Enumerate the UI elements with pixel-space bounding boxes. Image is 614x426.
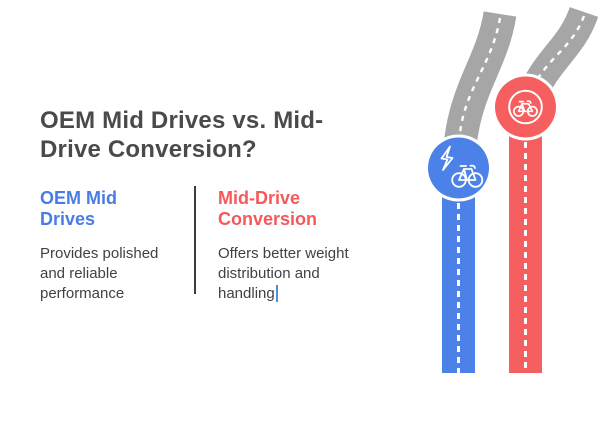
conversion-column: Mid-Drive Conversion Offers better weigh… (218, 188, 370, 304)
conversion-column-heading[interactable]: Mid-Drive Conversion (218, 188, 318, 229)
oem-badge[interactable] (425, 134, 492, 202)
columns-divider (194, 186, 196, 294)
bicycle-icon (508, 89, 543, 125)
oem-column-body[interactable]: Provides polished and reliable performan… (40, 245, 159, 302)
lane-marking (528, 15, 586, 93)
electric-bike-icon (440, 145, 484, 188)
conversion-badge[interactable] (492, 73, 559, 141)
conversion-column-body[interactable]: Offers better weight distribution and ha… (218, 244, 370, 304)
text-cursor (275, 285, 278, 302)
conversion-body-text: Offers better weight distribution and ha… (218, 245, 349, 302)
page-title[interactable]: OEM Mid Drives vs. Mid-Drive Conversion? (40, 107, 324, 164)
oem-column-heading[interactable]: OEM Mid Drives (40, 188, 117, 229)
oem-column: OEM Mid Drives Provides polished and rel… (40, 188, 166, 304)
